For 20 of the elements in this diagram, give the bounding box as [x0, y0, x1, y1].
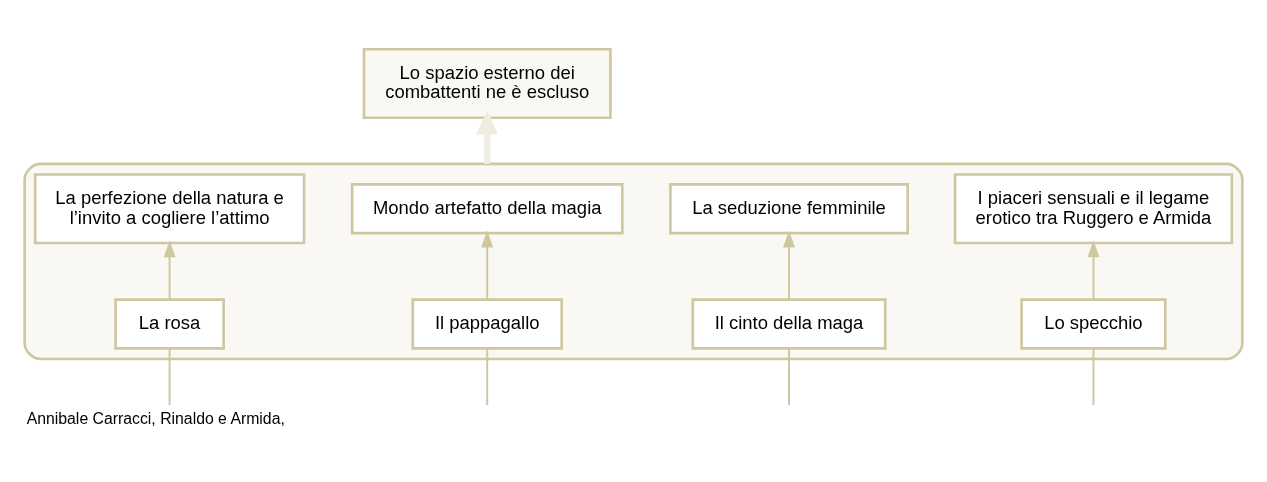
node-box: La seduzione femminile: [669, 182, 909, 234]
connector: [486, 347, 489, 406]
caption: Annibale Carracci, Rinaldo e Armida,: [26, 409, 285, 427]
arrow: [163, 239, 176, 300]
node-box: La rosa: [114, 297, 225, 350]
node-box: Il cinto della maga: [691, 297, 887, 350]
arrow: [481, 229, 494, 300]
node-box: Lo specchio: [1020, 297, 1167, 350]
node-box: Il pappagallo: [411, 297, 563, 350]
node-box: Lo spazio esterno dei combattenti ne è escluso: [362, 47, 612, 119]
connector: [168, 347, 171, 406]
node-box: I piaceri sensuali e il legame erotico tra Ruggero e Armida: [953, 172, 1234, 244]
arrow: [1087, 239, 1100, 300]
arrow: [476, 109, 499, 164]
node-box: La perfezione della natura e l’invito a cogliere l’attimo: [33, 172, 306, 244]
cluster: [23, 162, 1244, 360]
connector: [788, 347, 790, 406]
connector: [1092, 347, 1095, 406]
arrow: [783, 229, 795, 300]
node-box: Mondo artefatto della magia: [350, 182, 624, 234]
